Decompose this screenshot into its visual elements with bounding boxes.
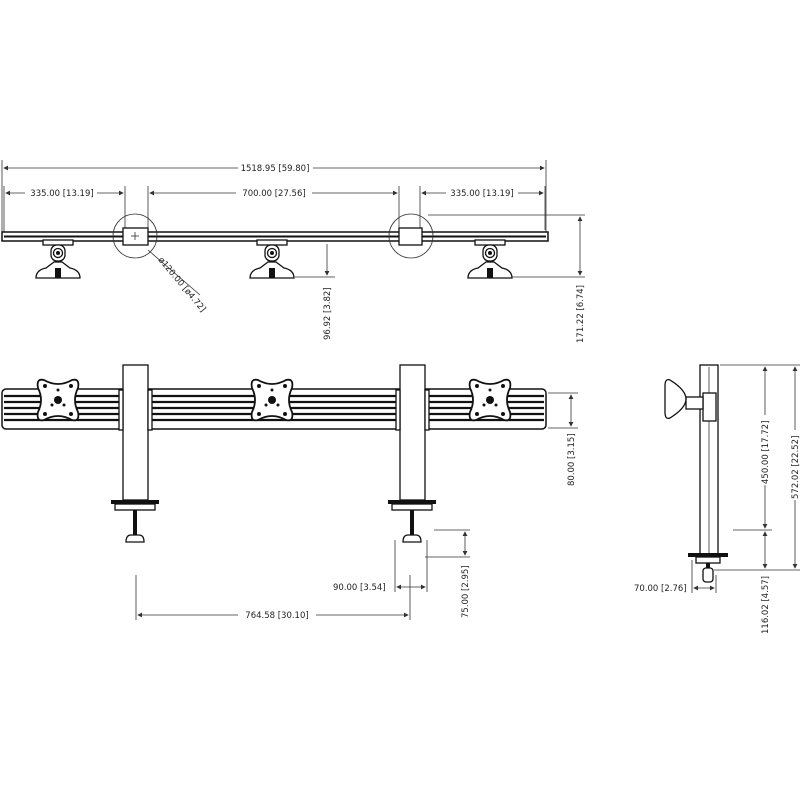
- dim-right-offset: 335.00 [13.19]: [450, 189, 513, 199]
- dim-pole-diameter: ø120.00 [ø4.72]: [156, 256, 208, 315]
- dim-clamp-depth: 75.00 [2.95]: [461, 565, 471, 618]
- monitor-mount-top-left: [35, 239, 81, 279]
- dim-total-depth: 171.22 [6.74]: [576, 285, 586, 343]
- dim-pole-height: 450.00 [17.72]: [761, 421, 771, 484]
- dim-pole-spacing: 700.00 [27.56]: [242, 189, 305, 199]
- dim-clamp-width: 90.00 [3.54]: [333, 583, 386, 593]
- pole-circle-right: [388, 213, 434, 259]
- top-view: 1518.95 [59.80] 335.00 [13.19] 700.00 [2…: [1, 160, 586, 343]
- dim-total-height: 572.02 [22.52]: [791, 436, 800, 499]
- dim-overall-length: 1518.95 [59.80]: [241, 164, 310, 174]
- vesa-plate-center: [250, 378, 294, 422]
- dim-left-offset: 335.00 [13.19]: [30, 189, 93, 199]
- front-view: 80.00 [3.15] 75.00 [2.95] 90.00 [3.54] 7…: [1, 364, 578, 621]
- dim-bar-height: 80.00 [3.15]: [567, 433, 577, 486]
- monitor-mount-top-center: [249, 239, 295, 279]
- dim-clamp-height: 116.02 [4.57]: [761, 576, 771, 634]
- side-view: 450.00 [17.72] 572.02 [22.52] 116.02 [4.…: [634, 364, 800, 634]
- monitor-mount-top-right: [467, 239, 513, 279]
- side-monitor-head: [664, 378, 687, 420]
- dim-bar-to-mount: 96.92 [3.82]: [323, 287, 333, 340]
- dim-base-width: 70.00 [2.76]: [634, 584, 687, 594]
- dim-clamp-spacing: 764.58 [30.10]: [245, 611, 308, 621]
- pole-circle-left: [112, 213, 158, 259]
- vesa-plate-right: [468, 378, 512, 422]
- vesa-plate-left: [36, 378, 80, 422]
